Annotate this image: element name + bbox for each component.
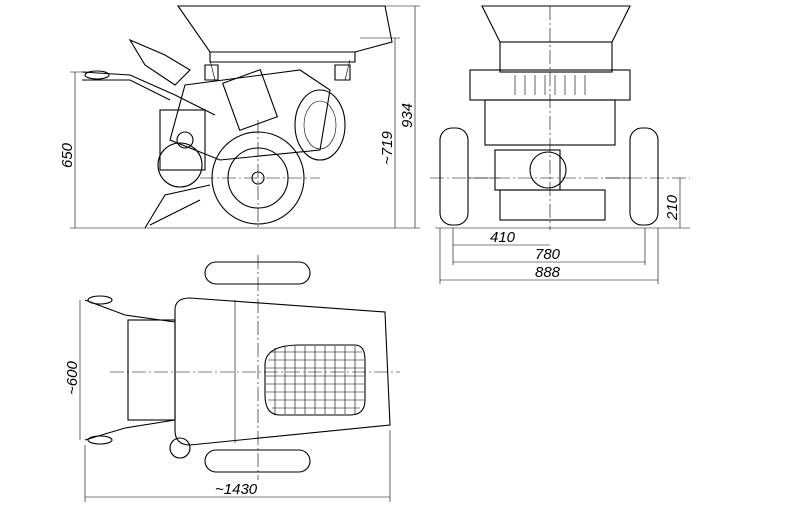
dim-total-height: 934 bbox=[399, 103, 416, 128]
dim-handle-height: 650 bbox=[59, 142, 76, 168]
dim-track: 780 bbox=[535, 246, 561, 263]
dim-total-length: ~1430 bbox=[215, 481, 258, 498]
dim-total-width: 888 bbox=[535, 264, 561, 281]
front-view: 410 780 888 210 bbox=[430, 5, 690, 284]
dim-half-track: 410 bbox=[490, 229, 516, 246]
top-view: ~600 ~1430 bbox=[64, 255, 400, 502]
dim-body-height: ~719 bbox=[379, 131, 396, 165]
dim-axle-height: 210 bbox=[664, 194, 681, 221]
dim-handle-width: ~600 bbox=[64, 361, 81, 395]
side-view: 650 ~719 934 bbox=[59, 5, 420, 229]
